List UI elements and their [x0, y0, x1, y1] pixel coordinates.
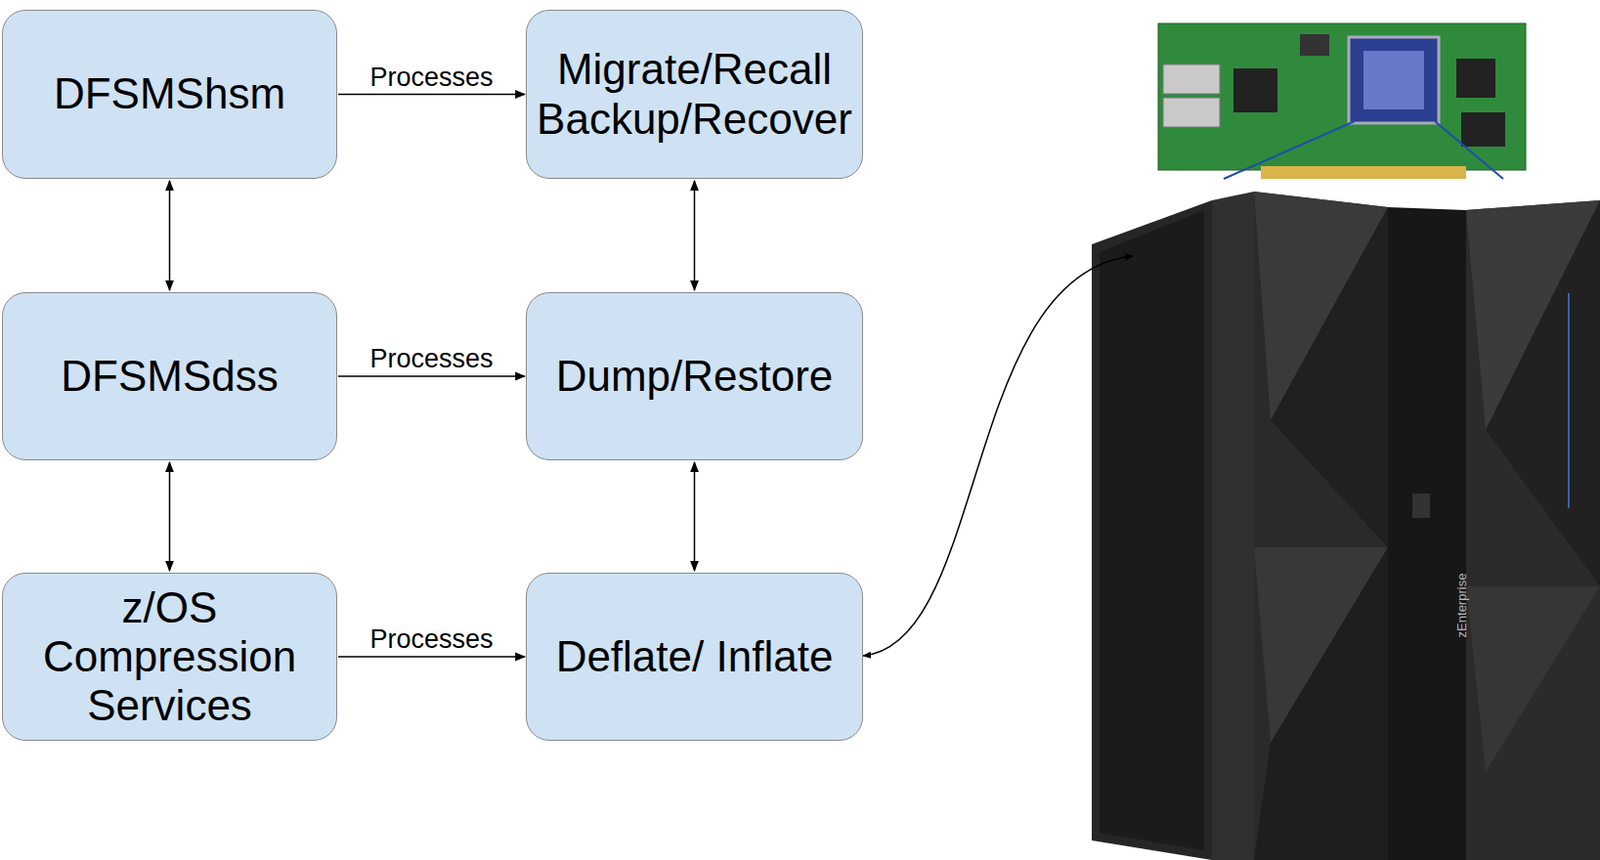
connector-arrow	[169, 180, 172, 291]
process-box: z/OS Compression Services	[1, 572, 338, 741]
process-box: DFSMSdss	[1, 292, 338, 461]
connector-arrow	[693, 180, 696, 291]
process-box: Dump/Restore	[525, 292, 864, 461]
accelerator-card	[1158, 23, 1526, 179]
box-label: Deflate/ Inflate	[556, 632, 834, 682]
connector-arrow	[338, 655, 525, 658]
connector-arrow	[338, 93, 525, 96]
edge-label: Processes	[367, 62, 495, 93]
process-box: Deflate/ Inflate	[525, 572, 864, 741]
process-box: DFSMShsm	[1, 9, 338, 179]
connector-arrow	[693, 462, 696, 571]
connector-arrow	[338, 375, 525, 378]
box-label: Migrate/Recall Backup/Recover	[526, 44, 863, 143]
process-box: Migrate/Recall Backup/Recover	[525, 9, 864, 179]
connector-arrow	[169, 462, 172, 571]
edge-label: Processes	[367, 344, 495, 375]
link-curve	[863, 256, 1133, 656]
box-label: z/OS Compression Services	[2, 583, 337, 731]
product-label: zEnterprise	[1454, 573, 1470, 639]
mainframe-cabinet	[1091, 191, 1600, 860]
edge-label: Processes	[367, 624, 495, 655]
box-label: DFSMShsm	[53, 69, 286, 119]
box-label: Dump/Restore	[556, 351, 834, 401]
box-label: DFSMSdss	[60, 351, 278, 401]
